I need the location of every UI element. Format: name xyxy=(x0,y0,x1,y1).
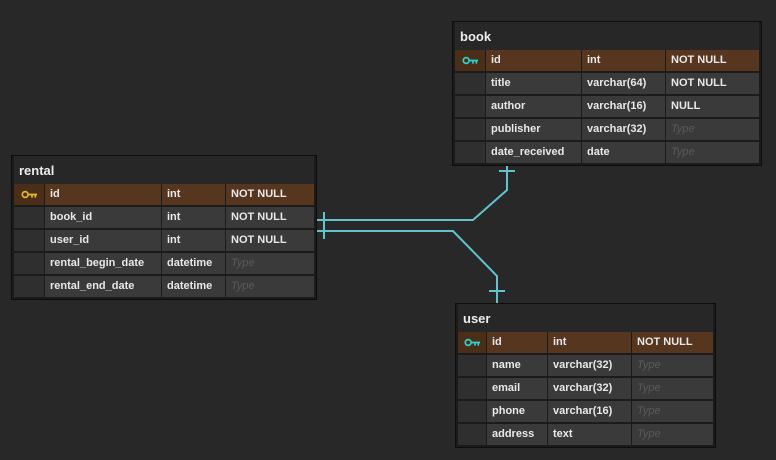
column-type: varchar(32) xyxy=(548,378,631,399)
column-flag: NOT NULL xyxy=(226,207,314,228)
key-cell-empty xyxy=(14,207,44,228)
column-type: varchar(32) xyxy=(582,119,665,140)
column-type: int xyxy=(582,50,665,71)
table-rental[interactable]: rental id int NOT NULL book_id int NOT N… xyxy=(11,155,317,300)
table-row[interactable]: user_id int NOT NULL xyxy=(14,230,314,251)
column-name: id xyxy=(487,332,547,353)
column-type: varchar(16) xyxy=(582,96,665,117)
column-name: rental_begin_date xyxy=(45,253,161,274)
table-row[interactable]: email varchar(32) Type xyxy=(458,378,713,399)
table-row[interactable]: rental_begin_date datetime Type xyxy=(14,253,314,274)
column-name: email xyxy=(487,378,547,399)
column-flag-placeholder: Type xyxy=(666,142,759,163)
table-row[interactable]: phone varchar(16) Type xyxy=(458,401,713,422)
column-name: publisher xyxy=(486,119,581,140)
table-row-pk[interactable]: id int NOT NULL xyxy=(458,332,713,353)
table-row[interactable]: date_received date Type xyxy=(455,142,759,163)
column-type: text xyxy=(548,424,631,445)
column-flag: NOT NULL xyxy=(226,230,314,251)
key-cell-empty xyxy=(14,253,44,274)
key-cell-empty xyxy=(455,119,485,140)
column-flag: NOT NULL xyxy=(666,73,759,94)
table-rows: id int NOT NULL book_id int NOT NULL use… xyxy=(14,184,314,297)
key-cell-empty xyxy=(455,142,485,163)
column-name: phone xyxy=(487,401,547,422)
column-type: varchar(16) xyxy=(548,401,631,422)
column-flag: NOT NULL xyxy=(632,332,713,353)
table-header[interactable]: rental xyxy=(14,156,314,184)
column-name: author xyxy=(486,96,581,117)
column-name: book_id xyxy=(45,207,161,228)
table-header[interactable]: book xyxy=(455,22,759,50)
table-row[interactable]: title varchar(64) NOT NULL xyxy=(455,73,759,94)
table-row[interactable]: name varchar(32) Type xyxy=(458,355,713,376)
relationship-line[interactable] xyxy=(317,166,508,221)
relationship-line[interactable] xyxy=(317,230,498,303)
table-title: book xyxy=(460,28,492,44)
table-row[interactable]: address text Type xyxy=(458,424,713,445)
column-flag-placeholder: Type xyxy=(632,424,713,445)
key-cell-empty xyxy=(458,355,486,376)
table-row[interactable]: publisher varchar(32) Type xyxy=(455,119,759,140)
table-rows: id int NOT NULL name varchar(32) Type em… xyxy=(458,332,713,445)
table-row-pk[interactable]: id int NOT NULL xyxy=(455,50,759,71)
column-name: title xyxy=(486,73,581,94)
key-cell-empty xyxy=(458,378,486,399)
column-type: varchar(32) xyxy=(548,355,631,376)
column-name: id xyxy=(45,184,161,205)
table-header[interactable]: user xyxy=(458,304,713,332)
column-type: datetime xyxy=(162,253,225,274)
table-book[interactable]: book id int NOT NULL title varchar(64) N… xyxy=(452,21,762,166)
table-title: rental xyxy=(19,162,55,178)
column-type: datetime xyxy=(162,276,225,297)
column-name: user_id xyxy=(45,230,161,251)
table-rows: id int NOT NULL title varchar(64) NOT NU… xyxy=(455,50,759,163)
key-cell-empty xyxy=(458,401,486,422)
column-name: date_received xyxy=(486,142,581,163)
table-row[interactable]: book_id int NOT NULL xyxy=(14,207,314,228)
column-type: date xyxy=(582,142,665,163)
relationship-rental-book[interactable] xyxy=(317,166,515,227)
column-type: int xyxy=(162,230,225,251)
column-name: name xyxy=(487,355,547,376)
key-cell-empty xyxy=(14,276,44,297)
column-flag-placeholder: Type xyxy=(632,378,713,399)
column-name: rental_end_date xyxy=(45,276,161,297)
column-type: int xyxy=(548,332,631,353)
primary-key-icon xyxy=(455,50,485,71)
relationship-rental-user[interactable] xyxy=(317,224,505,303)
column-flag-placeholder: Type xyxy=(632,355,713,376)
column-type: int xyxy=(162,184,225,205)
table-row-pk[interactable]: id int NOT NULL xyxy=(14,184,314,205)
key-cell-empty xyxy=(455,73,485,94)
table-row[interactable]: rental_end_date datetime Type xyxy=(14,276,314,297)
key-cell-empty xyxy=(455,96,485,117)
column-flag-placeholder: Type xyxy=(226,276,314,297)
column-name: address xyxy=(487,424,547,445)
key-cell-empty xyxy=(458,424,486,445)
primary-key-icon xyxy=(14,184,44,205)
column-type: int xyxy=(162,207,225,228)
column-type: varchar(64) xyxy=(582,73,665,94)
column-flag-placeholder: Type xyxy=(632,401,713,422)
primary-key-icon xyxy=(458,332,486,353)
column-flag: NULL xyxy=(666,96,759,117)
table-title: user xyxy=(463,310,491,326)
column-flag: NOT NULL xyxy=(226,184,314,205)
key-cell-empty xyxy=(14,230,44,251)
table-user[interactable]: user id int NOT NULL name varchar(32) Ty… xyxy=(455,303,716,448)
column-flag: NOT NULL xyxy=(666,50,759,71)
column-flag-placeholder: Type xyxy=(666,119,759,140)
table-row[interactable]: author varchar(16) NULL xyxy=(455,96,759,117)
column-name: id xyxy=(486,50,581,71)
column-flag-placeholder: Type xyxy=(226,253,314,274)
